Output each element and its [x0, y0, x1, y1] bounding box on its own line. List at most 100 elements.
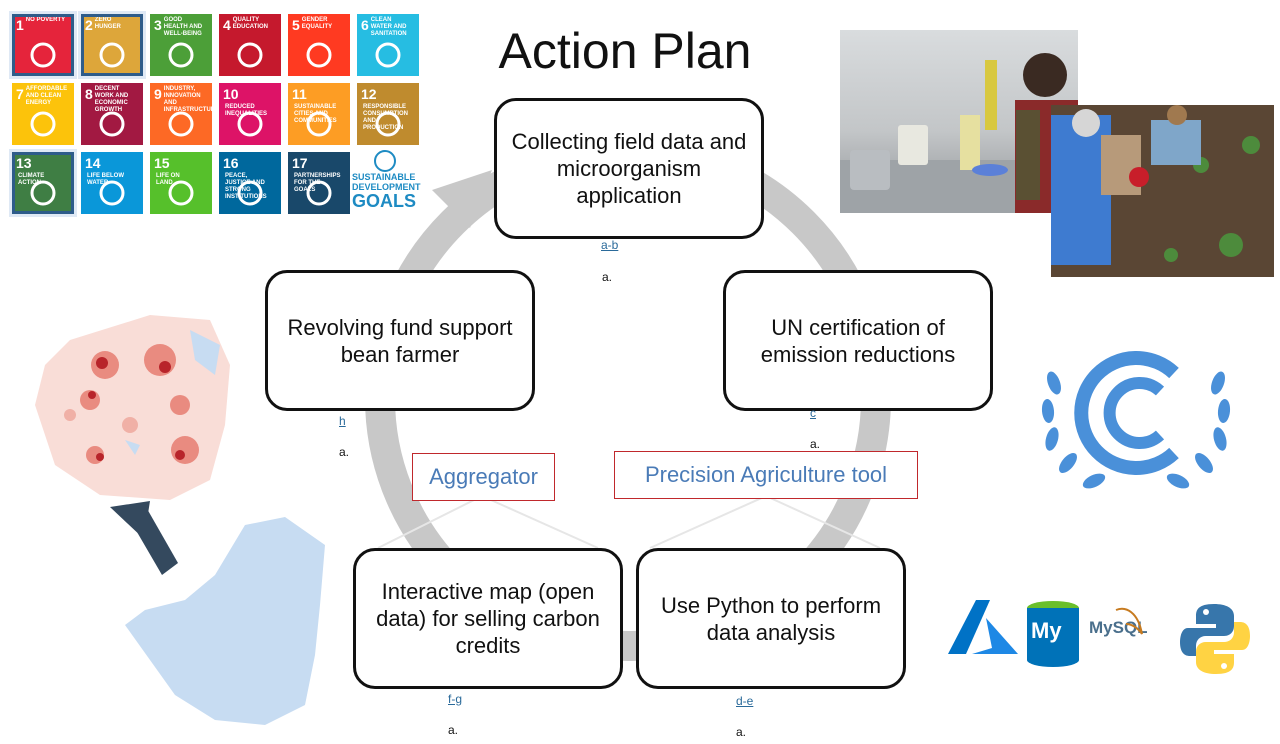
sdg-tile-label: INDUSTRY, INNOVATION AND INFRASTRUCTURE [163, 86, 212, 113]
sdg-goal-icon [304, 178, 334, 208]
precision-agriculture-label: Precision Agriculture tool [614, 451, 918, 499]
sdg-goal-icon [97, 178, 127, 208]
precision-callout-line [649, 495, 767, 549]
node-un-certification: UN certification of emission reductions [723, 270, 993, 411]
cycle-arrowhead-icon [432, 170, 492, 228]
node-python-analysis: Use Python to perform data analysis [636, 548, 906, 689]
sdg-tile-number: 9 [154, 86, 162, 102]
unfccc-logo [1041, 351, 1231, 489]
blue-map-region [125, 517, 325, 725]
sdg-tile-15: 15LIFE ON LAND [150, 152, 212, 214]
sdg-tile-label: CLEAN WATER AND SANITATION [370, 17, 407, 37]
sdg-tile-label: GOOD HEALTH AND WELL-BEING [163, 17, 203, 37]
sdg-tile-number: 5 [292, 17, 300, 33]
sdg-logo-line1: SUSTAINABLE [352, 172, 416, 182]
sdg-goal-icon [304, 109, 334, 139]
sdg-tile-label: GENDER EQUALITY [301, 17, 333, 30]
lab-scene-image [840, 53, 1078, 213]
sdg-goal-icon [28, 109, 58, 139]
sdg-tile-10: 10REDUCED INEQUALITIES [219, 83, 281, 145]
sdg-tile-16: 16PEACE, JUSTICE AND STRONG INSTITUTIONS [219, 152, 281, 214]
sdg-tile-17: 17PARTNERSHIPS FOR THE GOALS [288, 152, 350, 214]
sdg-tile-label: LIFE BELOW WATER [87, 173, 124, 186]
ref-footnote: a. [736, 725, 747, 739]
field-photo [1051, 105, 1274, 277]
ref-link-d-e[interactable]: d-e [736, 694, 754, 708]
sdg-tile-number: 4 [223, 17, 231, 33]
c-outer-icon [1074, 351, 1179, 475]
sdg-logo: SUSTAINABLE DEVELOPMENT GOALS [352, 150, 421, 212]
mysql-db-label: My [1031, 618, 1062, 643]
sdg-goal-icon [235, 109, 265, 139]
ref-footnote: a. [602, 270, 613, 284]
sdg-tile-number: 7 [16, 86, 24, 102]
page-title: Action Plan [498, 23, 752, 79]
sdg-tile-number: 10 [223, 86, 239, 102]
python-icon [1180, 604, 1250, 674]
ref-footnote: a. [448, 723, 459, 737]
sdg-tile-number: 17 [292, 155, 308, 171]
c-inner-icon [1103, 377, 1165, 449]
sdg-tile-label: CLIMATE ACTION [18, 173, 45, 186]
sdg-tile-label: DECENT WORK AND ECONOMIC GROWTH [94, 86, 129, 113]
sdg-tile-number: 8 [85, 86, 93, 102]
blue-map [125, 517, 325, 725]
sdg-tile-label: AFFORDABLE AND CLEAN ENERGY [25, 86, 68, 106]
sdg-tile-label: QUALITY EDUCATION [232, 17, 269, 30]
sdg-tile-label: SUSTAINABLE CITIES AND COMMUNITIES [294, 104, 337, 124]
sdg-tile-11: 11SUSTAINABLE CITIES AND COMMUNITIES [288, 83, 350, 145]
azure-icon [948, 600, 1018, 654]
sdg-goal-icon [235, 178, 265, 208]
heat-map [35, 315, 230, 500]
sdg-tile-number: 12 [361, 86, 377, 102]
sdg-goal-icon [373, 109, 403, 139]
sdg-goal-icon [97, 109, 127, 139]
sdg-goal-icon [166, 109, 196, 139]
node-interactive-map: Interactive map (open data) for selling … [353, 548, 623, 689]
sdg-tile-14: 14LIFE BELOW WATER [81, 152, 143, 214]
aggregator-callout-line [377, 495, 483, 549]
sdg-goal-icon [166, 40, 196, 70]
node-revolving-fund: Revolving fund support bean farmer [265, 270, 535, 411]
sdg-logo-line3: GOALS [352, 191, 417, 211]
ref-link-f-g[interactable]: f-g [448, 692, 463, 706]
ref-link-a-b[interactable]: a-b [601, 238, 619, 252]
sdg-goal-icon [97, 40, 127, 70]
sdg-goal-icon [28, 40, 58, 70]
sdg-tile-label: NO POVERTY [25, 17, 66, 23]
mysql-wordmark: MySQL [1089, 618, 1148, 637]
field-scene-image [1051, 105, 1274, 277]
sdg-tile-12: 12RESPONSIBLE CONSUMPTION AND PRODUCTION [357, 83, 419, 145]
sdg-tile-number: 13 [16, 155, 32, 171]
ref-footnote: a. [339, 445, 350, 459]
ref-link-c[interactable]: c [810, 406, 816, 420]
sdg-tile-number: 6 [361, 17, 369, 33]
ref-link-h[interactable]: h [339, 414, 346, 428]
un-emblem-icon [374, 150, 396, 172]
laurel-wreath-icon [1041, 371, 1231, 489]
sdg-goal-icon [373, 40, 403, 70]
mysql-dolphin-icon [1115, 607, 1143, 635]
aggregator-label: Aggregator [412, 453, 555, 501]
sdg-tile-label: PARTNERSHIPS FOR THE GOALS [294, 173, 341, 193]
sdg-tile-13: 13CLIMATE ACTION [12, 152, 74, 214]
sdg-logo-line2: DEVELOPMENT [352, 182, 421, 192]
sdg-tile-number: 14 [85, 155, 101, 171]
ref-footnote: a. [810, 437, 821, 451]
sdg-goal-icon [235, 40, 265, 70]
sdg-tile-number: 15 [154, 155, 170, 171]
mysql-database-icon: My [1025, 600, 1081, 668]
sdg-tile-number: 3 [154, 17, 162, 33]
sdg-tile-label: LIFE ON LAND [156, 173, 180, 186]
up-arrow-icon [110, 501, 178, 575]
sdg-goal-icon [304, 40, 334, 70]
sdg-tile-number: 16 [223, 155, 239, 171]
node-collecting-field-data: Collecting field data and microorganism … [494, 98, 764, 239]
